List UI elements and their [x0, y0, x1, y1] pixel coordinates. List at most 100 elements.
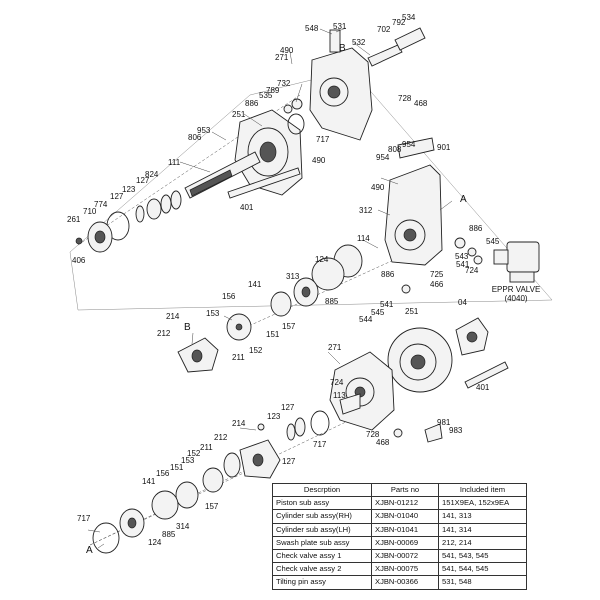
part-label-724: 724	[330, 378, 344, 387]
front-bearings	[87, 190, 182, 253]
part-label-717: 717	[313, 440, 327, 449]
leader-lines	[87, 27, 453, 549]
parts-table: Descrption Parts no Included item Piston…	[272, 482, 527, 590]
part-label-214: 214	[232, 419, 246, 428]
part-label-724: 724	[465, 266, 479, 275]
part-label-490: 490	[371, 183, 385, 192]
part-label-717: 717	[316, 135, 330, 144]
part-label-725: 725	[430, 270, 444, 279]
eppr-valve-caption: EPPR VALVE	[492, 285, 541, 294]
eppr-valve	[493, 241, 540, 283]
part-label-728: 728	[398, 94, 412, 103]
cell-parts-no: XJBN-00075	[371, 562, 439, 577]
part-label-717: 717	[77, 514, 91, 523]
part-label-541: 541	[380, 300, 394, 309]
part-label-111: 111	[168, 158, 181, 167]
right-fittings	[401, 237, 483, 294]
part-label-808: 808	[388, 145, 402, 154]
cell-included-item: 151X9EA, 152x9EA	[438, 496, 527, 511]
part-label-401: 401	[240, 203, 254, 212]
part-label-490: 490	[280, 46, 294, 55]
lower-swash-plate	[223, 423, 281, 479]
parts-table-header-row: Descrption Parts no Included item	[272, 482, 527, 498]
part-label-152: 152	[187, 449, 201, 458]
part-label-953: 953	[197, 126, 211, 135]
header-parts-no: Parts no	[371, 482, 439, 498]
part-label-127: 127	[281, 403, 295, 412]
part-label-124: 124	[148, 538, 162, 547]
cell-description: Swash plate sub assy	[272, 535, 372, 550]
part-label-806: 806	[188, 133, 202, 142]
part-label-271: 271	[328, 343, 342, 352]
part-label-544: 544	[359, 315, 373, 324]
cell-description: Check valve assy 1	[272, 548, 372, 564]
part-label-312: 312	[359, 206, 373, 215]
part-label-545: 545	[371, 308, 385, 317]
part-label-532: 532	[352, 38, 366, 47]
part-label-214: 214	[166, 312, 180, 321]
lower-rings	[286, 410, 443, 443]
part-label-251: 251	[232, 110, 246, 119]
cell-parts-no: XJBN-00072	[371, 548, 439, 564]
part-label-774: 774	[94, 200, 108, 209]
cell-description: Check valve assy 2	[272, 562, 372, 577]
regulator-block	[283, 27, 426, 141]
part-label-886: 886	[381, 270, 395, 279]
part-label-541: 541	[456, 260, 470, 269]
part-label-901: 901	[437, 143, 451, 152]
part-label-156: 156	[156, 469, 170, 478]
part-label-127: 127	[282, 457, 296, 466]
header-included-item: Included item	[438, 482, 527, 498]
header-description: Descrption	[272, 482, 372, 498]
part-label-141: 141	[248, 280, 262, 289]
part-label-b: B	[184, 322, 191, 333]
part-label-468: 468	[414, 99, 428, 108]
part-label-954: 954	[402, 140, 416, 149]
part-label-141: 141	[142, 477, 156, 486]
part-label-251: 251	[405, 307, 419, 316]
part-label-b: B	[339, 43, 346, 54]
part-label-466: 466	[430, 280, 444, 289]
lower-cylinder	[92, 467, 224, 554]
cell-included-item: 531, 548	[438, 575, 527, 590]
eppr-valve-code: (4040)	[504, 294, 527, 303]
part-label-a: A	[460, 194, 467, 205]
cell-included-item: 141, 314	[438, 522, 527, 537]
part-label-545: 545	[486, 237, 500, 246]
cell-parts-no: XJBN-01040	[371, 509, 439, 524]
part-label-271: 271	[275, 53, 289, 62]
part-label-261: 261	[67, 215, 81, 224]
part-label-954: 954	[376, 153, 390, 162]
lower-housing-271	[329, 351, 395, 431]
lower-axis-line	[89, 419, 351, 546]
cell-description: Piston sub assy	[272, 496, 372, 511]
cell-parts-no: XJBN-00366	[371, 575, 439, 590]
part-label-124: 124	[315, 255, 329, 264]
part-label-885: 885	[325, 297, 339, 306]
part-label-543: 543	[455, 252, 469, 261]
front-cover-04	[455, 317, 489, 356]
part-label-886: 886	[245, 99, 259, 108]
part-label-151: 151	[266, 330, 280, 339]
cell-parts-no: XJBN-01041	[371, 522, 439, 537]
part-label-127: 127	[136, 176, 150, 185]
part-label-886: 886	[469, 224, 483, 233]
lower-axis-line-2	[89, 469, 251, 546]
drive-shaft-111	[184, 151, 261, 199]
part-label-212: 212	[214, 433, 228, 442]
port-block-312	[384, 137, 443, 266]
part-label-04: 04	[458, 298, 467, 307]
part-label-153: 153	[206, 309, 220, 318]
cell-included-item: 141, 313	[438, 509, 527, 524]
part-label-114: 114	[357, 234, 370, 243]
upper-assembly-boundary	[69, 69, 553, 311]
cell-description: Cylinder sub assy(RH)	[272, 509, 372, 524]
bolts	[75, 167, 509, 389]
